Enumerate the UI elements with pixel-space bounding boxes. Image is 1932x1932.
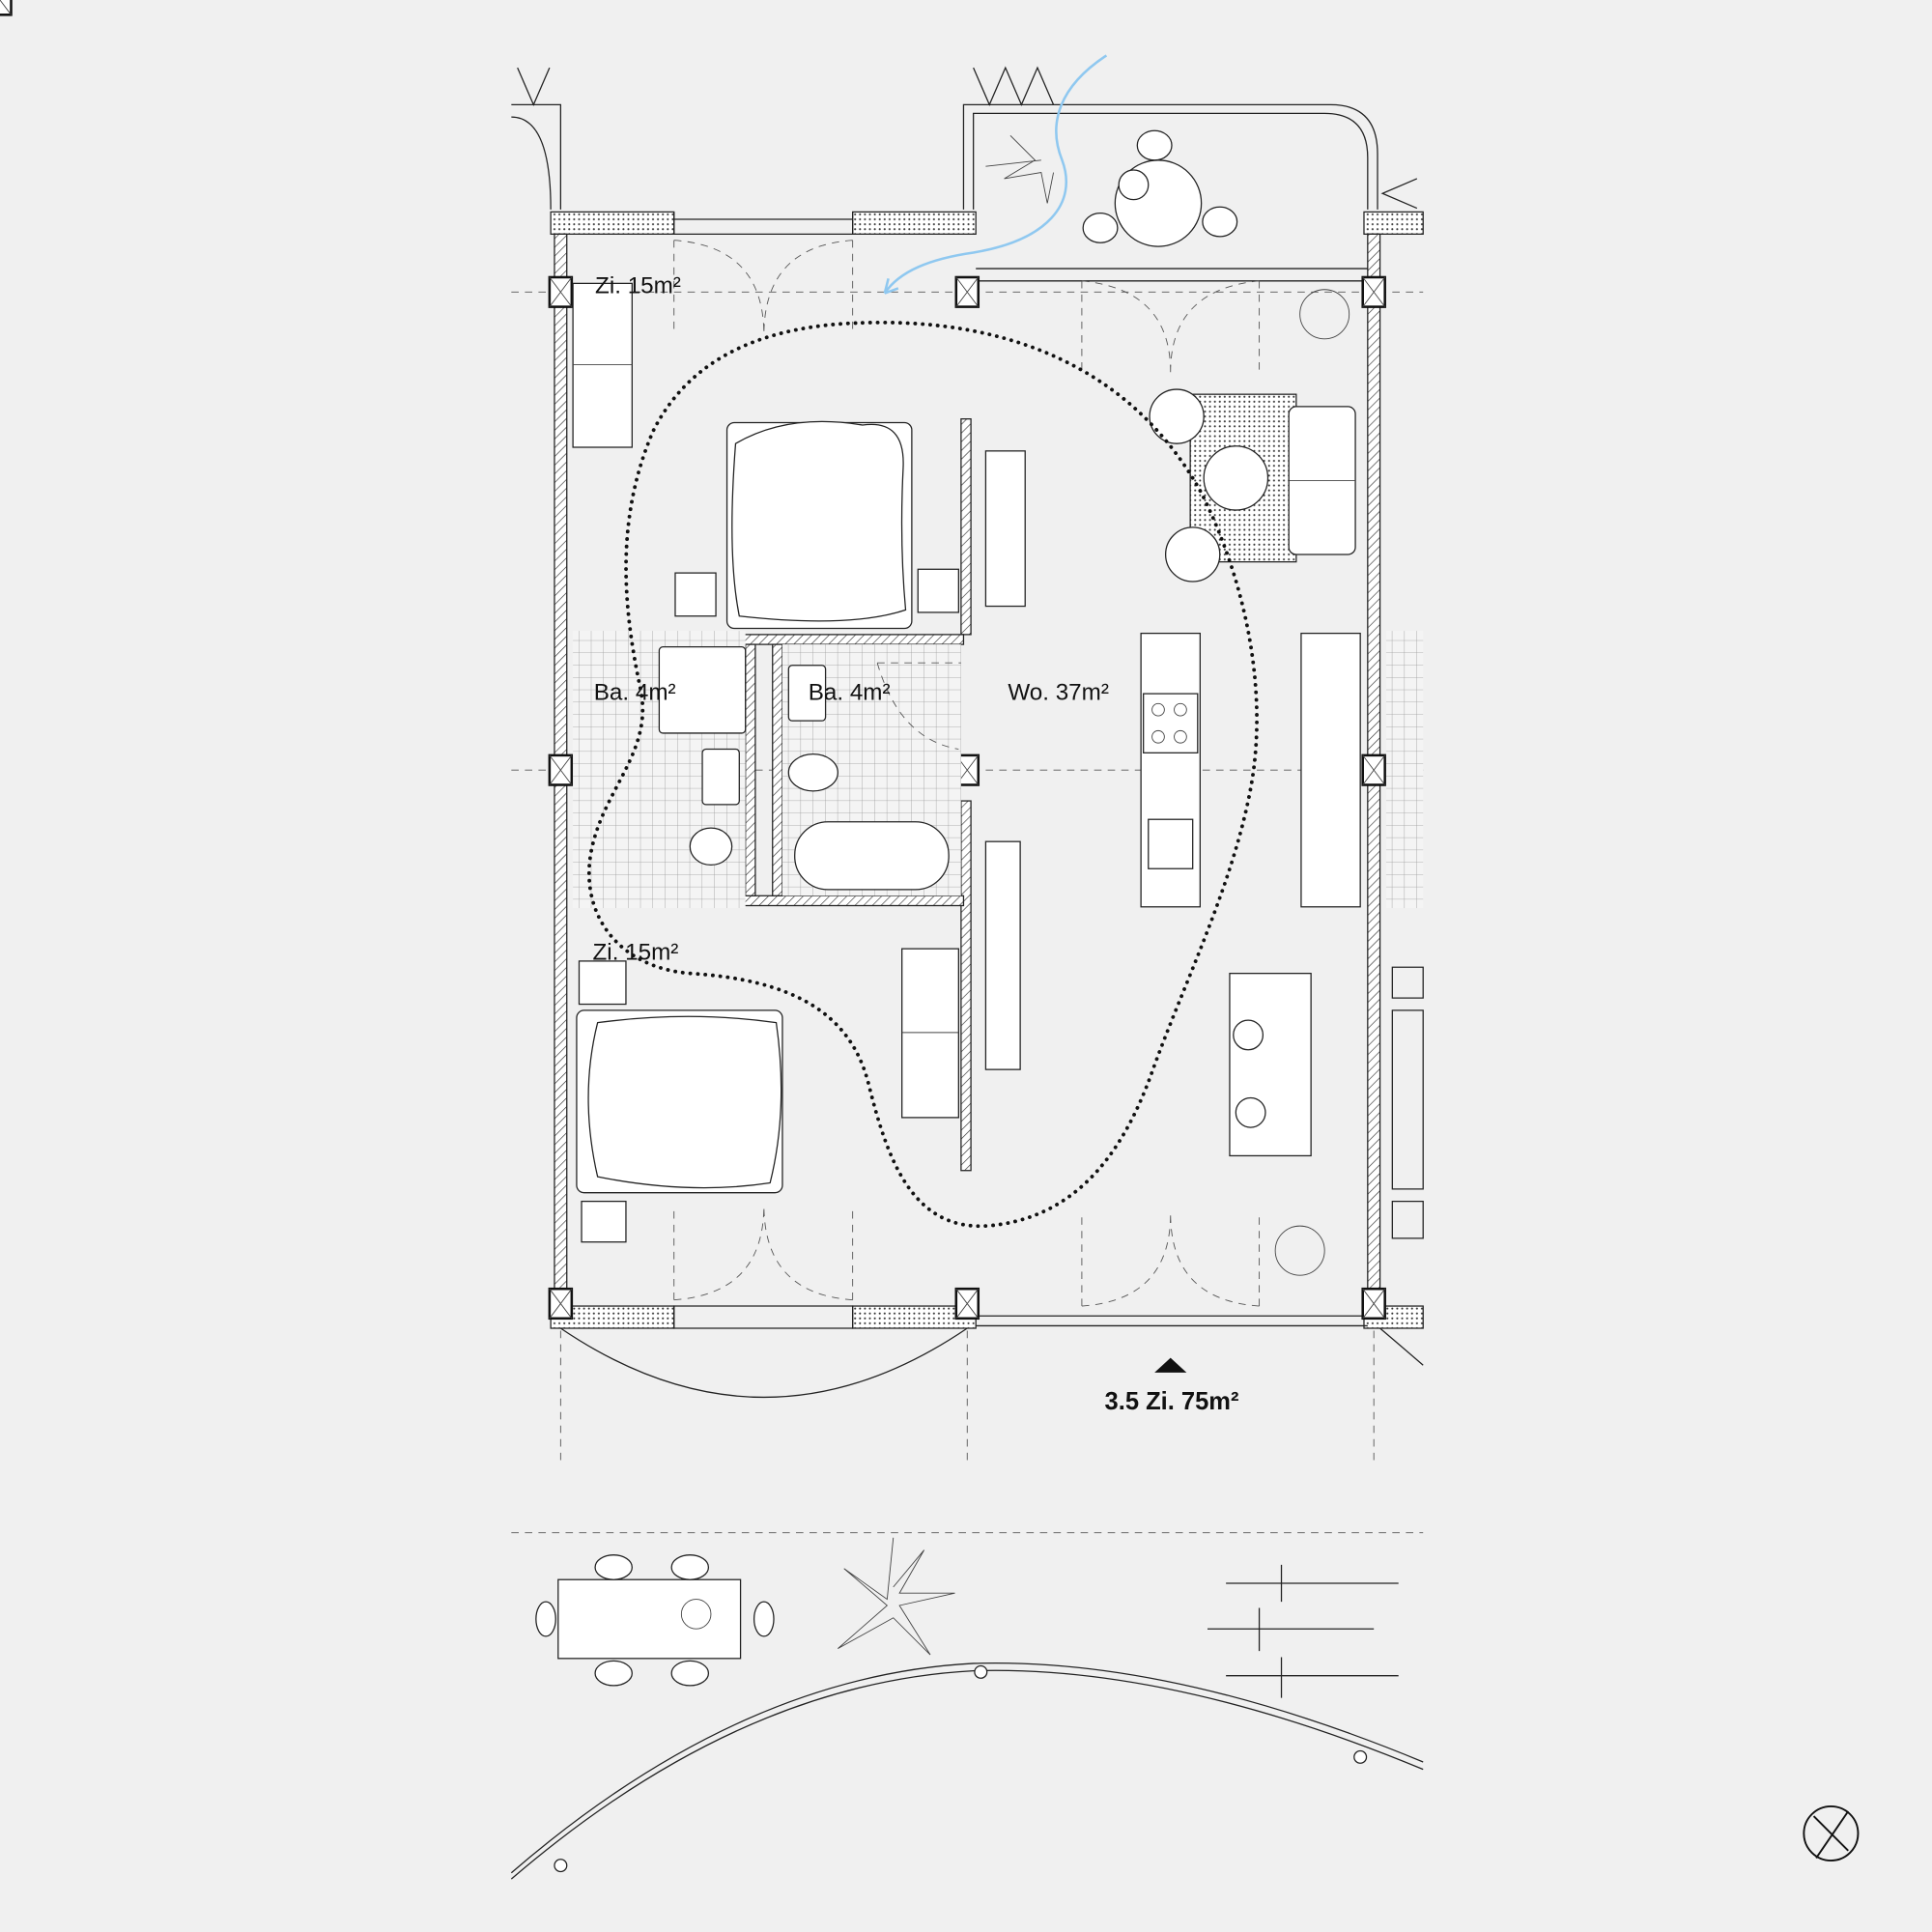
- north-compass-icon: [1803, 1804, 1860, 1861]
- bathrooms: [573, 631, 1424, 909]
- room-label-bedroom-bottom: Zi. 15m²: [593, 940, 679, 966]
- columns: [0, 0, 1386, 1321]
- doors: [559, 240, 1424, 1399]
- entrance-arrow-icon: [883, 54, 1108, 295]
- unit-label: 3.5 Zi. 75m²: [1105, 1388, 1239, 1415]
- room-label-bath-right: Ba. 4m²: [809, 679, 891, 705]
- room-label-living: Wo. 37m²: [1008, 679, 1109, 705]
- room-label-bath-left: Ba. 4m²: [594, 679, 676, 705]
- balcony: [511, 66, 1418, 247]
- outdoor-area: [510, 966, 1424, 1880]
- room-label-bedroom-top: Zi. 15m²: [595, 273, 681, 299]
- living-zone-outline: [586, 320, 1259, 1229]
- entrance-marker-icon: [1154, 1357, 1187, 1373]
- furniture: [572, 282, 1361, 1276]
